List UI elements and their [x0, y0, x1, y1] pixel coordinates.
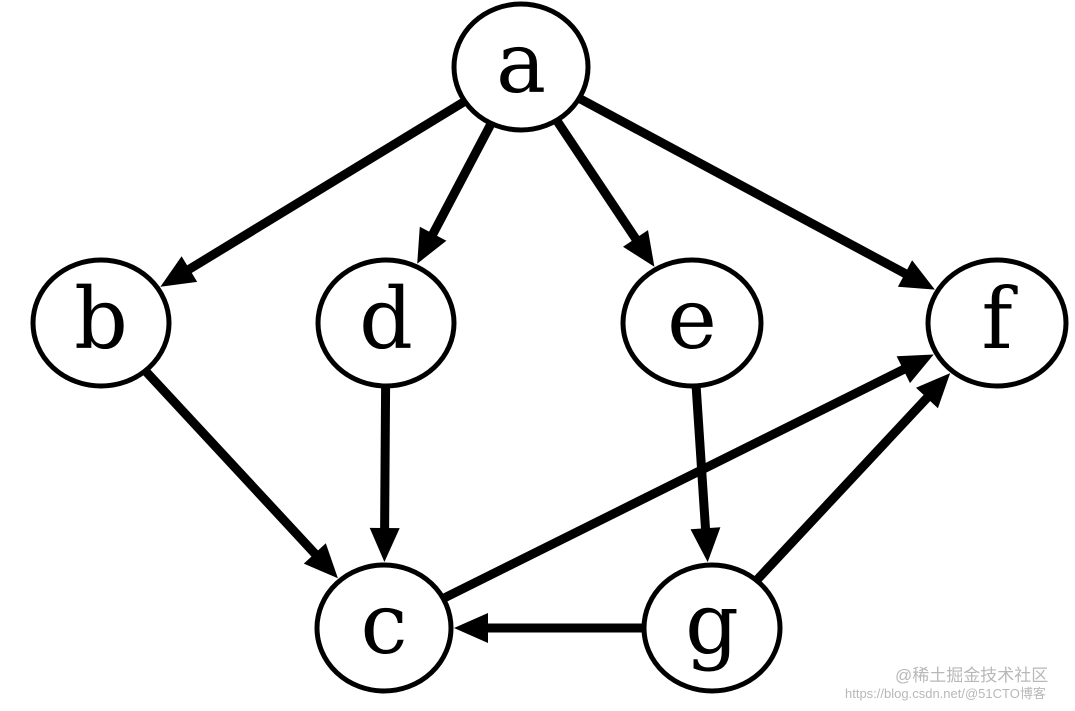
node-label: e: [667, 270, 717, 368]
edge-line: [428, 121, 496, 238]
node-g: g: [641, 562, 783, 694]
edge-a-to-d: [417, 121, 496, 264]
node-circle: [925, 257, 1069, 389]
arrowhead: [303, 543, 338, 579]
node-label: g: [685, 575, 739, 673]
node-a: a: [451, 1, 591, 133]
edge-a-to-b: [160, 97, 468, 287]
arrowhead: [160, 256, 198, 287]
arrowhead: [454, 613, 488, 643]
node-circle: [314, 562, 454, 694]
arrowhead: [916, 373, 951, 409]
node-d: d: [315, 257, 457, 389]
nodes-layer: a b d e f c g: [30, 1, 1069, 694]
edge-d-to-c: [369, 385, 400, 562]
node-circle: [641, 562, 783, 694]
node-f: f: [925, 257, 1069, 389]
node-b: b: [30, 257, 172, 389]
edge-line: [552, 117, 641, 243]
watermark-line-2: https://blog.csdn.net/@51CTO博客: [845, 686, 1046, 701]
edge-c-to-f: [441, 354, 934, 603]
edge-line: [441, 364, 908, 603]
edge-a-to-e: [552, 117, 655, 267]
node-label: f: [981, 270, 1018, 368]
node-circle: [315, 257, 457, 389]
edge-line: [185, 97, 468, 275]
edges-layer: [142, 94, 951, 643]
edge-g-to-f: [753, 373, 951, 584]
edge-b-to-c: [142, 367, 338, 579]
node-c: c: [314, 562, 454, 694]
node-circle: [620, 257, 764, 389]
arrowhead: [369, 527, 400, 562]
node-label: a: [496, 14, 546, 112]
node-label: c: [360, 575, 407, 673]
node-label: d: [359, 270, 413, 368]
edge-line: [691, 385, 711, 531]
node-label: b: [74, 270, 128, 368]
node-circle: [451, 1, 591, 133]
edge-a-to-f: [577, 94, 935, 290]
arrowhead: [896, 354, 934, 384]
watermark-line-1: @稀土掘金技术社区: [895, 666, 1049, 685]
edge-e-to-g: [690, 385, 721, 563]
node-circle: [30, 257, 172, 389]
edge-line: [753, 393, 932, 584]
edge-line: [142, 367, 320, 558]
arrowhead: [623, 230, 655, 267]
edge-line: [577, 94, 909, 279]
arrowhead: [417, 226, 447, 264]
edge-g-to-c: [454, 613, 644, 643]
arrowhead: [690, 527, 721, 563]
node-e: e: [620, 257, 764, 389]
arrowhead: [897, 260, 935, 290]
edge-line: [380, 385, 391, 531]
